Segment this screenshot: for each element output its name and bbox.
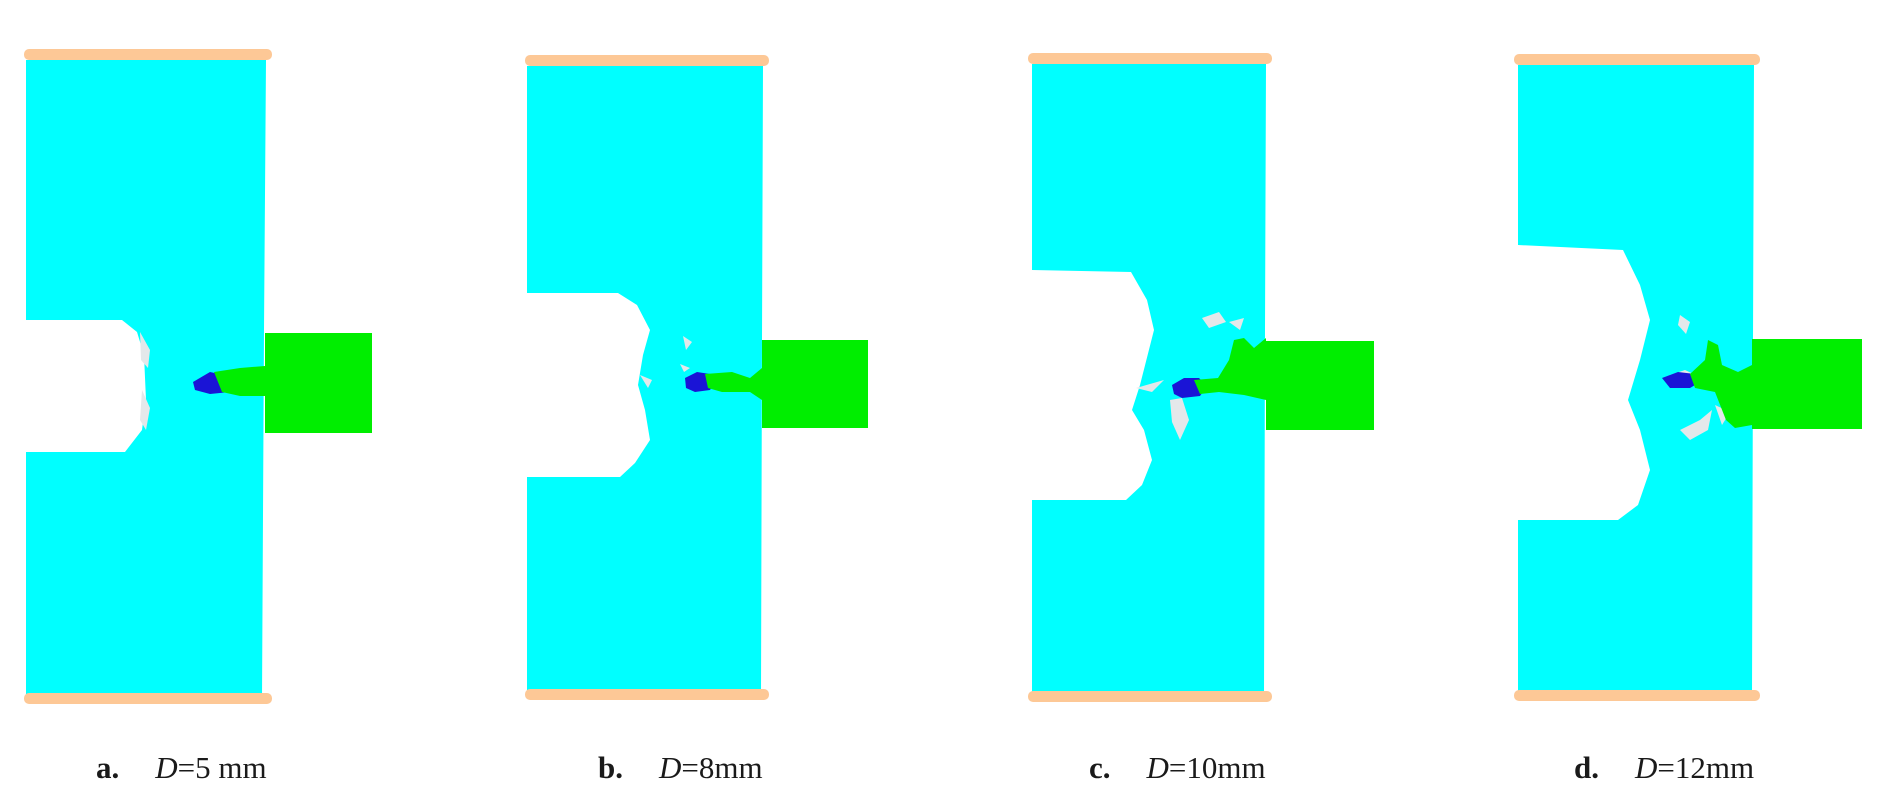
fragment xyxy=(1678,315,1690,334)
fragment xyxy=(140,390,150,430)
panel-b: b. D=8mm xyxy=(500,0,972,809)
panel-d-value: =12mm xyxy=(1657,750,1755,785)
panel-d-letter: d. xyxy=(1574,750,1599,785)
panel-a-letter: a. xyxy=(96,750,120,785)
panel-b-letter: b. xyxy=(598,750,623,785)
panel-a-value: =5 mm xyxy=(177,750,267,785)
panel-c-value: =10mm xyxy=(1168,750,1266,785)
panel-c-caption: c. D=10mm xyxy=(1089,752,1266,783)
crush-zone xyxy=(1662,372,1700,388)
fragment xyxy=(1715,405,1730,425)
drill-bit xyxy=(1266,341,1374,430)
drill-bit xyxy=(265,333,372,433)
top-plate xyxy=(24,49,272,60)
panel-a-caption: a. D=5 mm xyxy=(96,752,267,783)
crushed-bit-zone xyxy=(705,368,762,400)
top-plate xyxy=(1514,54,1760,65)
top-plate xyxy=(1028,53,1272,64)
panel-c-letter: c. xyxy=(1089,750,1111,785)
panel-c-drawing xyxy=(1028,53,1374,702)
panel-d: d. D=12mm xyxy=(1490,0,1889,809)
top-plate xyxy=(525,55,769,66)
bottom-plate xyxy=(1028,691,1272,702)
fragment xyxy=(683,336,692,350)
rock-specimen xyxy=(26,60,266,700)
rock-specimen xyxy=(1032,64,1266,697)
bottom-plate xyxy=(24,693,272,704)
fragment xyxy=(1136,380,1164,392)
crushed-bit-zone xyxy=(214,366,265,396)
panel-c: c. D=10mm xyxy=(1004,0,1476,809)
panel-a: a. D=5 mm xyxy=(0,0,472,809)
bottom-plate xyxy=(1514,690,1760,701)
panel-b-value: =8mm xyxy=(681,750,763,785)
fragment xyxy=(140,332,150,368)
crushed-bit-zone xyxy=(1194,338,1266,400)
bottom-plate xyxy=(525,689,769,700)
fragment xyxy=(1680,410,1712,440)
panel-b-drawing xyxy=(525,55,868,700)
drill-bit xyxy=(1752,339,1862,429)
panel-b-caption: b. D=8mm xyxy=(598,752,763,783)
panel-d-drawing xyxy=(1514,54,1862,701)
drill-bit xyxy=(762,340,868,428)
panel-b-var: D xyxy=(659,750,682,785)
fragment xyxy=(1170,398,1189,440)
fragment xyxy=(1202,312,1226,328)
panel-d-var: D xyxy=(1635,750,1658,785)
crushed-bit-zone xyxy=(1690,340,1752,428)
fragment xyxy=(680,364,690,372)
panel-a-var: D xyxy=(155,750,178,785)
panel-a-drawing xyxy=(24,49,372,704)
rock-specimen xyxy=(1518,65,1754,697)
panel-d-caption: d. D=12mm xyxy=(1574,752,1754,783)
fragment xyxy=(1229,318,1244,330)
panel-c-var: D xyxy=(1146,750,1169,785)
fragment xyxy=(640,375,652,388)
